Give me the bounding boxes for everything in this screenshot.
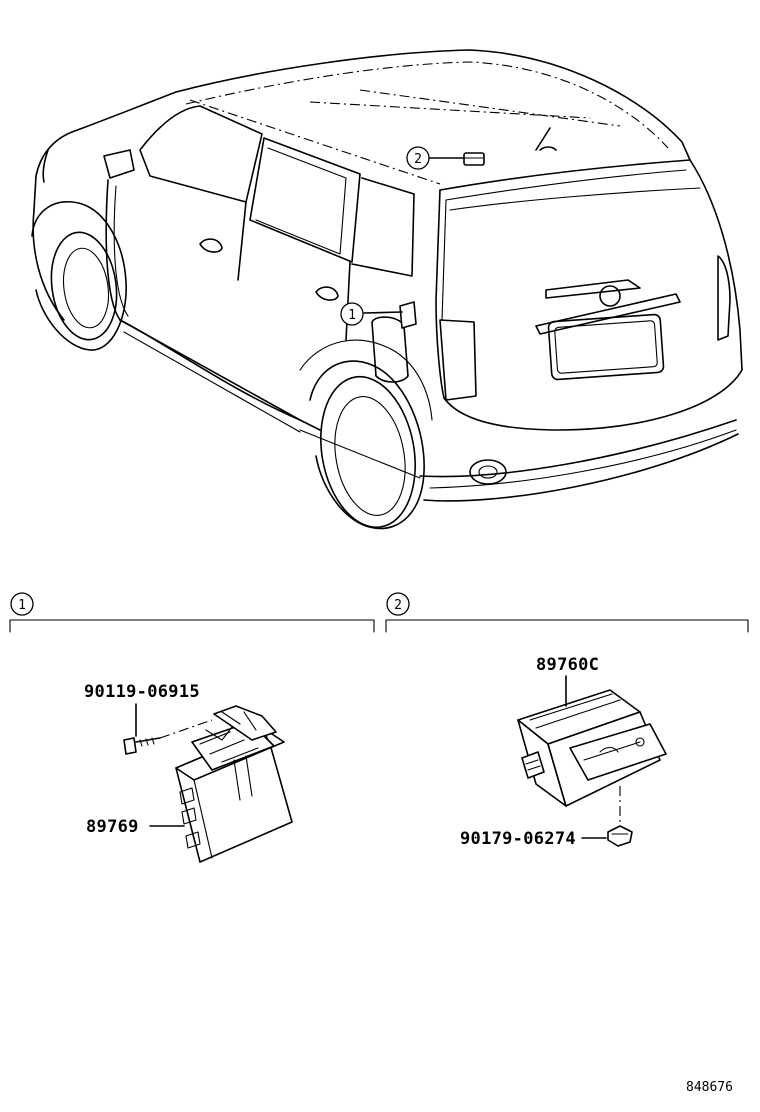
module-89769	[175, 705, 293, 863]
module-89760c	[517, 689, 667, 807]
vehicle-illustration	[31, 49, 743, 530]
section-1-marker: 1	[18, 598, 26, 613]
part-number-89760c: 89760C	[536, 655, 599, 675]
callout-1-label: 1	[348, 308, 356, 323]
part-number-90179-06274: 90179-06274	[460, 829, 576, 849]
part-number-90119-06915: 90119-06915	[84, 682, 200, 702]
bolt-part	[123, 703, 213, 755]
nut-part	[607, 786, 633, 847]
section-2-marker: 2	[394, 598, 402, 613]
callout-2-label: 2	[414, 152, 422, 167]
callout-1-vehicle: 1	[340, 302, 403, 326]
section-1-header: 1	[9, 592, 375, 633]
illustration-code: 848676	[686, 1080, 733, 1095]
section-2-header: 2	[385, 592, 749, 633]
part-number-89769: 89769	[86, 817, 139, 837]
callout-2-vehicle: 2	[406, 146, 465, 170]
